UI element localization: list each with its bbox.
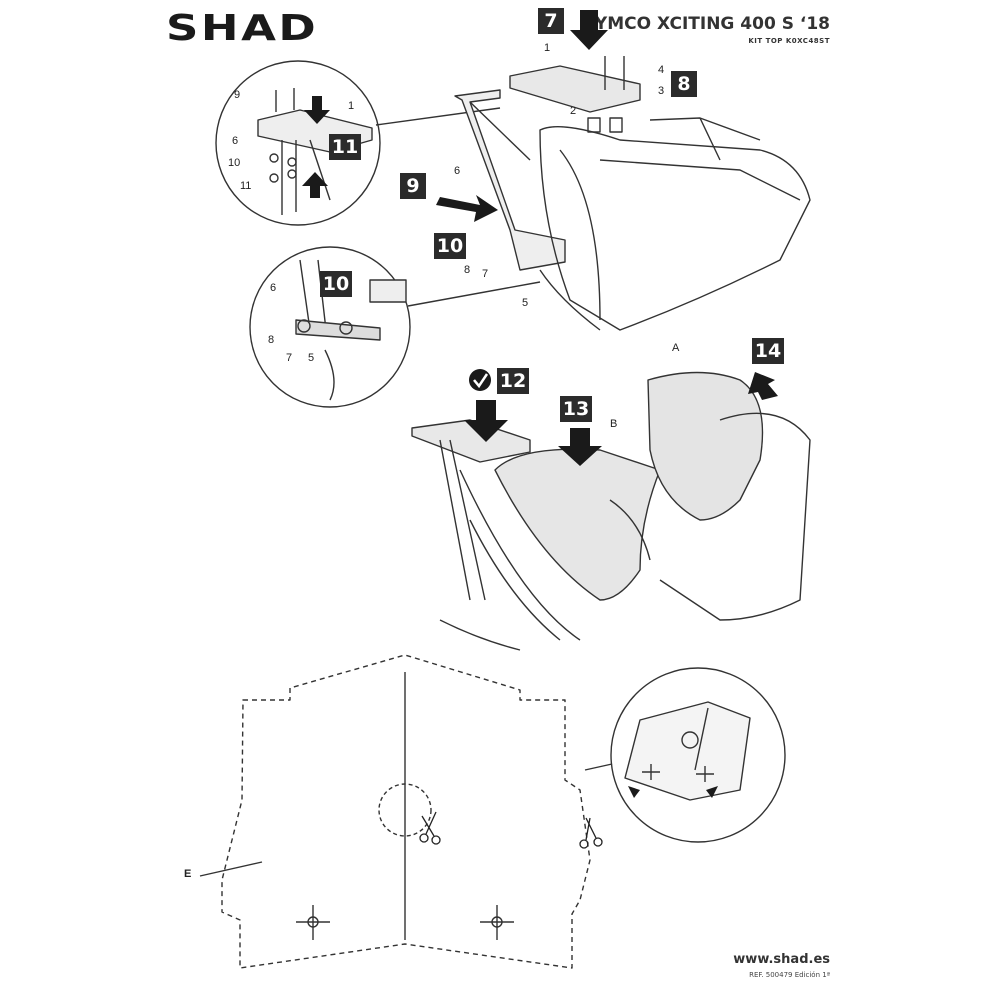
step-8: 8	[671, 71, 697, 97]
step-12: 12	[497, 368, 529, 394]
detail-label-7b: 7	[286, 352, 293, 364]
arrow-13-icon	[558, 428, 602, 466]
detail-label-1: 1	[348, 100, 355, 112]
part-label-4: 4	[658, 64, 665, 76]
scissors-side-icon	[579, 817, 603, 849]
template-arrow-left-icon	[628, 786, 640, 798]
arrow-14-icon	[748, 372, 778, 400]
detail-label-9: 9	[234, 89, 241, 101]
arrow-group	[302, 10, 778, 798]
arrow-11-up-icon	[302, 172, 328, 198]
template-detail-circle	[610, 667, 786, 843]
detail-label-11: 11	[240, 180, 252, 192]
part-label-E: E	[184, 868, 192, 880]
detail-label-6: 6	[232, 135, 239, 147]
part-label-A: A	[672, 342, 680, 354]
step-7: 7	[538, 8, 564, 34]
reference-code: REF. 500479 Edición 1ª	[749, 971, 830, 979]
step-10-main: 10	[434, 233, 466, 259]
scissors-icon	[419, 811, 441, 845]
detail-circle-10	[249, 246, 411, 408]
website-link[interactable]: www.shad.es	[733, 952, 830, 967]
step-9: 9	[400, 173, 426, 199]
part-label-B: B	[610, 418, 618, 430]
part-label-2: 2	[570, 105, 577, 117]
step-11: 11	[329, 134, 361, 160]
arrow-9-icon	[436, 195, 498, 222]
detail-label-10: 10	[228, 157, 241, 169]
step-13: 13	[560, 396, 592, 422]
part-label-1: 1	[544, 42, 551, 54]
step-10-detail: 10	[320, 271, 352, 297]
check-icon	[469, 369, 491, 391]
arrow-7-icon	[570, 10, 608, 50]
template-outline	[221, 654, 591, 969]
model-title: KYMCO XCITING 400 S ‘18	[581, 14, 830, 34]
center-cutout	[378, 783, 432, 837]
part-label-5: 5	[522, 297, 529, 309]
arrow-12-icon	[464, 400, 508, 442]
part-label-6: 6	[454, 165, 461, 177]
detail-circle-11	[215, 60, 381, 226]
kit-code: KIT TOP K0XC48ST	[748, 37, 830, 45]
detail-label-5b: 5	[308, 352, 315, 364]
part-label-7: 7	[482, 268, 489, 280]
template-arrow-right-icon	[706, 786, 718, 798]
detail-label-6b: 6	[270, 282, 277, 294]
arrow-11-down-icon	[304, 96, 330, 124]
shad-logo: SHAD	[166, 8, 319, 49]
part-label-8: 8	[464, 264, 471, 276]
part-label-3: 3	[658, 85, 665, 97]
detail-label-8b: 8	[268, 334, 275, 346]
step-14: 14	[752, 338, 784, 364]
